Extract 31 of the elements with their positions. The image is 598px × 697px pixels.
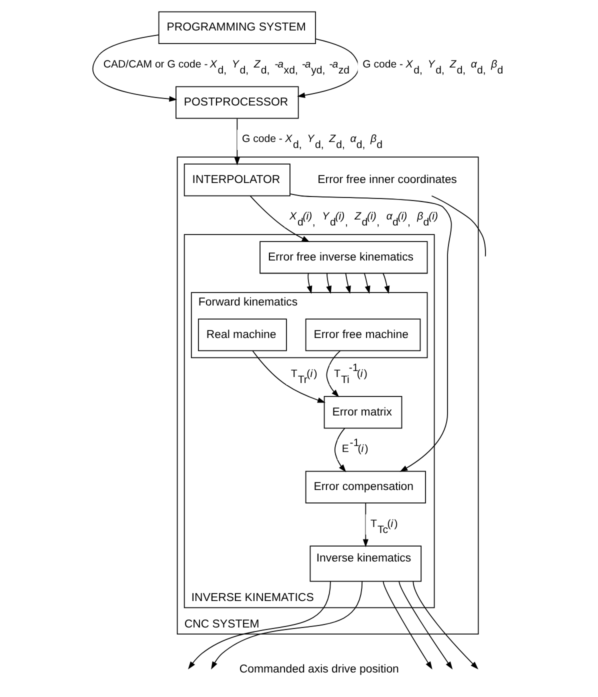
node-box: Error free inverse kinematics bbox=[259, 241, 428, 274]
arrow bbox=[334, 428, 346, 472]
arrow bbox=[326, 350, 340, 398]
arrow bbox=[382, 272, 390, 294]
arrow bbox=[398, 580, 452, 670]
arrow bbox=[306, 272, 312, 294]
arrow bbox=[296, 38, 358, 98]
arrow bbox=[289, 194, 452, 472]
arrow bbox=[252, 350, 325, 403]
node-box: Error free machine bbox=[304, 318, 420, 352]
node-box: POSTPROCESSOR bbox=[175, 86, 298, 119]
arrow bbox=[363, 272, 370, 294]
arrow bbox=[188, 580, 330, 670]
label: Commanded axis drive position bbox=[238, 663, 398, 676]
arrow bbox=[249, 196, 310, 242]
arrow bbox=[326, 272, 332, 294]
arrow bbox=[344, 272, 350, 294]
node-box: PROGRAMMING SYSTEM bbox=[158, 11, 316, 44]
node-box: Real machine bbox=[198, 318, 286, 352]
arrow bbox=[234, 118, 240, 166]
node-box: Error matrix bbox=[323, 396, 402, 429]
node-box: Error compensation bbox=[304, 470, 426, 504]
node-text: Error free inner coordinates bbox=[317, 174, 456, 186]
arrow bbox=[210, 580, 362, 670]
arrow bbox=[92, 34, 177, 102]
arrow bbox=[382, 580, 432, 670]
node-box: Inverse kinematics bbox=[309, 546, 422, 582]
connector bbox=[430, 195, 486, 257]
node-box: INTERPOLATOR bbox=[183, 164, 290, 196]
arrow bbox=[412, 580, 478, 670]
arrow bbox=[362, 502, 368, 548]
